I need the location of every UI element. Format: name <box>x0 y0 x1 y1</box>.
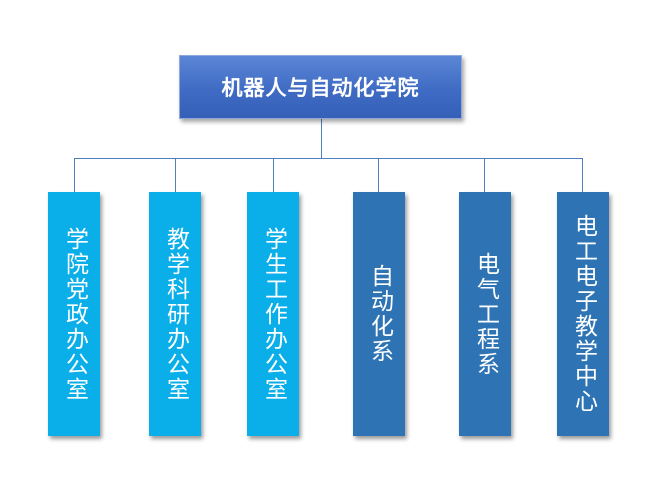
node-label: 学院党政办公室 <box>61 226 88 402</box>
node-label: 电工电子教学中心 <box>570 214 597 414</box>
root-node-label: 机器人与自动化学院 <box>221 76 420 100</box>
root-stem-line <box>321 119 322 158</box>
node-teaching-research-office: 教学科研办公室 <box>149 192 201 436</box>
node-label: 学生工作办公室 <box>260 226 287 402</box>
root-node: 机器人与自动化学院 <box>179 55 462 119</box>
node-party-office: 学院党政办公室 <box>48 192 100 436</box>
node-electrical-engineering-dept: 电气工程系 <box>459 192 511 436</box>
branch-line-3 <box>273 158 274 192</box>
node-student-affairs-office: 学生工作办公室 <box>247 192 299 436</box>
node-automation-dept: 自动化系 <box>353 192 405 436</box>
branch-line-4 <box>378 158 379 192</box>
branch-line-5 <box>484 158 485 192</box>
branch-line-6 <box>582 158 583 192</box>
node-electronics-teaching-center: 电工电子教学中心 <box>557 192 609 436</box>
branch-line-1 <box>74 158 75 192</box>
node-label: 自动化系 <box>366 264 393 364</box>
branch-line-2 <box>175 158 176 192</box>
horizontal-connector-line <box>74 158 583 159</box>
node-label: 教学科研办公室 <box>162 226 189 402</box>
node-label: 电气工程系 <box>472 251 499 377</box>
